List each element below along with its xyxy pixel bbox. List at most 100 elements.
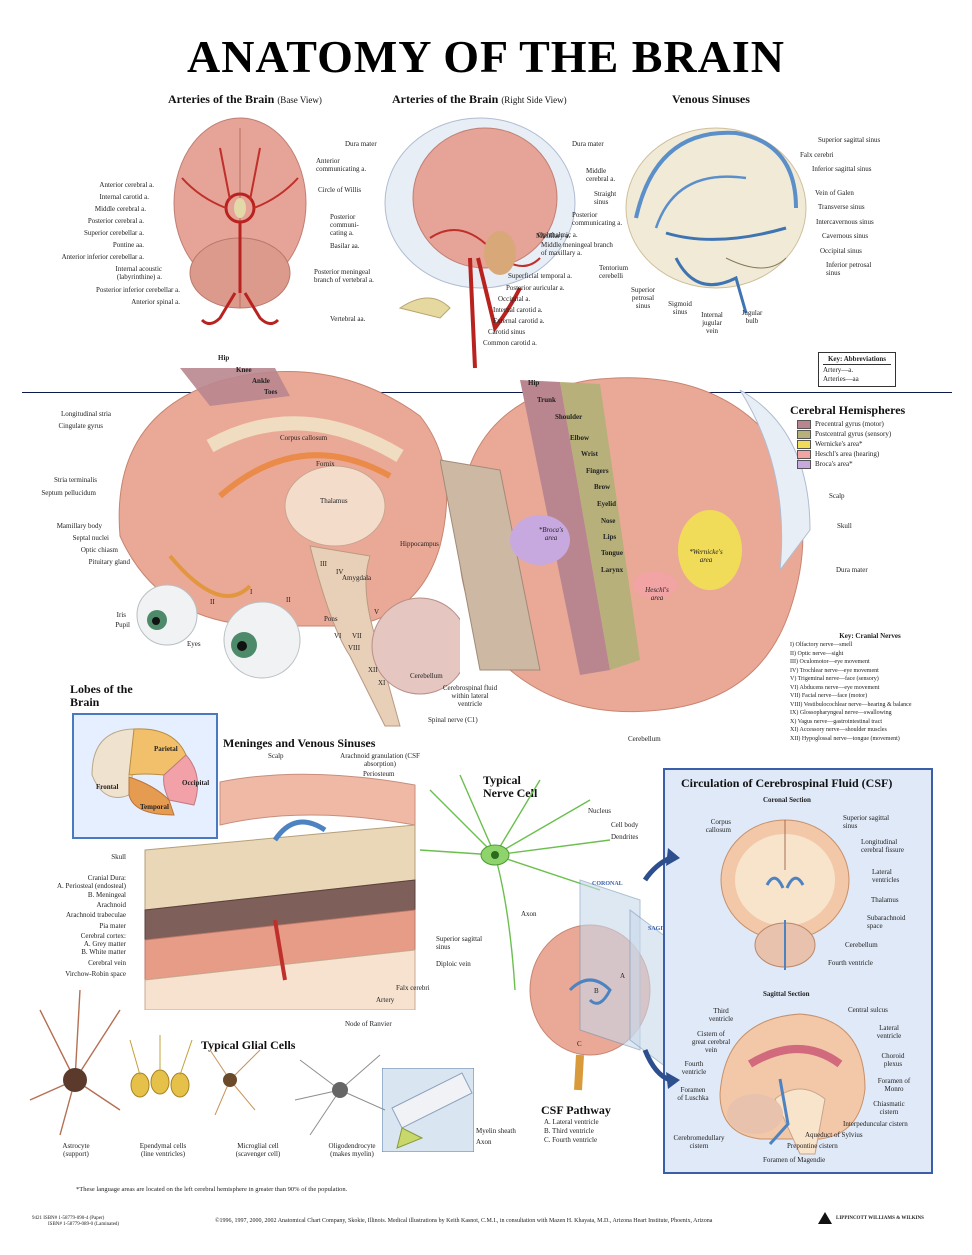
label: Spinal nerve (C1) bbox=[428, 716, 478, 724]
label: Scalp bbox=[268, 752, 284, 760]
cranial-nerve-item: II) Optic nerve—sight bbox=[790, 650, 844, 657]
section-divider bbox=[22, 392, 952, 393]
heading-text: Arteries of the Brain bbox=[168, 92, 275, 106]
glial-cells-illustration bbox=[29, 989, 261, 1136]
pathway-item: C. Fourth ventricle bbox=[544, 1136, 598, 1144]
label: Internal carotid a. bbox=[493, 306, 543, 314]
label: Central sulcus bbox=[848, 1006, 888, 1014]
label: Skull bbox=[837, 522, 852, 530]
legend-row: Heschl's area (hearing) bbox=[797, 450, 891, 459]
cn-mark: III bbox=[320, 560, 327, 568]
cranial-nerve-item: X) Vagus nerve—gastrointestinal tract bbox=[790, 718, 883, 725]
midsagittal-brain-illustration bbox=[118, 368, 460, 727]
label: Basilar aa. bbox=[330, 242, 360, 250]
label: Longitudinal stria bbox=[61, 410, 111, 418]
label: Corpus callosum bbox=[280, 434, 328, 442]
label: Pontine aa. bbox=[112, 241, 144, 249]
label: Cerebral vein bbox=[88, 959, 126, 967]
label: Sigmoid sinus bbox=[668, 300, 692, 316]
label: Longitudinal cerebral fissure bbox=[861, 838, 904, 854]
legend-row: Broca's area* bbox=[797, 460, 891, 469]
label: Oligodendrocyte (makes myelin) bbox=[328, 1142, 376, 1158]
label: Maxillary a. bbox=[536, 232, 571, 240]
label: A. Periosteal (endosteal) bbox=[56, 882, 126, 890]
coronal-section-heading: Coronal Section bbox=[763, 796, 811, 804]
legend-swatch bbox=[797, 430, 811, 439]
label: Cingulate gyrus bbox=[58, 422, 103, 430]
label: Lateral ventricles bbox=[872, 868, 900, 884]
cn-mark: IV bbox=[336, 568, 344, 576]
label: Foramen of Monro bbox=[877, 1077, 911, 1093]
label: Scalp bbox=[829, 492, 845, 500]
pathway-item: A. Lateral ventricle bbox=[544, 1118, 599, 1126]
label: Mamillary body bbox=[56, 522, 102, 530]
label: Cerebellum bbox=[628, 735, 661, 743]
label: Occipital sinus bbox=[820, 247, 862, 255]
heading-text: Arteries of the Brain bbox=[392, 92, 499, 106]
label: Iris bbox=[116, 611, 126, 619]
lobe-label: Temporal bbox=[140, 803, 169, 811]
arteries-side-heading: Arteries of the Brain (Right Side View) bbox=[392, 92, 567, 107]
legend-label: Wernicke's area* bbox=[815, 440, 863, 448]
label: Falx cerebri bbox=[800, 151, 834, 159]
lobes-illustration bbox=[91, 728, 199, 816]
csf-pathway-heading: CSF Pathway bbox=[541, 1103, 611, 1117]
label: Wrist bbox=[581, 450, 598, 458]
label: Shoulder bbox=[555, 413, 583, 421]
label: Dendrites bbox=[611, 833, 639, 841]
label: Septal nuclei bbox=[72, 534, 109, 542]
label: Lips bbox=[603, 533, 617, 541]
label: Corpus callosum bbox=[705, 818, 731, 834]
csf-arrows bbox=[642, 848, 680, 1089]
copyright: ©1996, 1997, 2000, 2002 Anatomical Chart… bbox=[215, 1218, 713, 1224]
label: Anterior communicating a. bbox=[316, 157, 367, 173]
label: Eyes bbox=[187, 640, 201, 648]
cranial-nerve-item: III) Oculomotor—eye movement bbox=[790, 659, 870, 665]
cerebral-heading: Cerebral Hemispheres bbox=[790, 403, 906, 417]
csf-circulation-box: Circulation of Cerebrospinal Fluid (CSF)… bbox=[663, 768, 933, 1174]
label: Posterior cerebral a. bbox=[87, 217, 144, 225]
label: Myelin sheath bbox=[476, 1127, 516, 1135]
label: Internal acoustic (labyrinthine) a. bbox=[115, 265, 162, 281]
label: Common carotid a. bbox=[483, 339, 537, 347]
legend-label: Precentral gyrus (motor) bbox=[815, 420, 884, 428]
label: Intercavernous sinus bbox=[816, 218, 874, 226]
csf-mark: C bbox=[577, 1040, 582, 1048]
label: Cavernous sinus bbox=[822, 232, 869, 240]
label: Skull bbox=[111, 853, 126, 861]
label: Optic chiasm bbox=[80, 546, 118, 554]
label: Septum pellucidum bbox=[41, 489, 96, 497]
lobe-label: Parietal bbox=[154, 745, 178, 753]
label: Ependymal cells (line ventricles) bbox=[139, 1142, 187, 1158]
lateral-brain-illustration bbox=[440, 377, 811, 713]
heading-subtitle: (Base View) bbox=[277, 95, 322, 105]
cranial-nerve-item: VI) Abducens nerve—eye movement bbox=[790, 684, 880, 691]
label: Dura mater bbox=[345, 140, 377, 148]
label: Superior petrosal sinus bbox=[630, 286, 656, 310]
label: Straight sinus bbox=[594, 190, 617, 206]
label: Hippocampus bbox=[400, 540, 439, 548]
label: Middle cerebral a. bbox=[94, 205, 146, 213]
oligodendrocyte-illustration bbox=[294, 1054, 386, 1136]
label: Cerebellum bbox=[410, 672, 443, 680]
cranial-nerve-item: XI) Accessory nerve—shoulder muscles bbox=[790, 727, 887, 733]
label: Thalamus bbox=[320, 497, 348, 505]
label: Node of Ranvier bbox=[345, 1020, 392, 1028]
eyes-illustration bbox=[136, 584, 301, 679]
myelin-sheath-illustration bbox=[382, 1068, 474, 1152]
publisher-triangle-icon bbox=[818, 1212, 832, 1224]
pathway-item: B. Third ventricle bbox=[544, 1127, 594, 1135]
label: Artery bbox=[376, 996, 395, 1004]
legend-swatch bbox=[797, 460, 811, 469]
venous-heading: Venous Sinuses bbox=[672, 92, 750, 106]
arteries-base-heading: Arteries of the Brain (Base View) bbox=[168, 92, 322, 107]
coronal-section-illustration bbox=[720, 819, 850, 970]
csf-heading: Circulation of Cerebrospinal Fluid (CSF) bbox=[681, 776, 893, 790]
label: Pons bbox=[324, 615, 338, 623]
label: Interpeduncular cistern bbox=[843, 1120, 908, 1128]
label: Transverse sinus bbox=[818, 203, 865, 211]
lobes-heading: Lobes of the Brain bbox=[70, 682, 133, 709]
label: Vein of Galen bbox=[815, 189, 854, 197]
publisher-logo: LIPPINCOTT WILLIAMS & WILKINS bbox=[818, 1212, 924, 1224]
